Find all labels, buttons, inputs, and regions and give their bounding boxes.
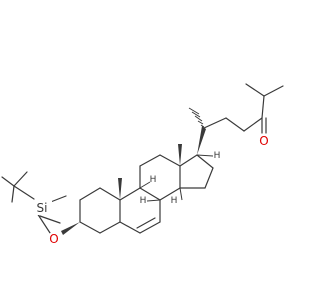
methyl-c18-wedge bbox=[178, 144, 182, 166]
ether-oxygen-label: O bbox=[49, 232, 58, 246]
ring-c bbox=[139, 154, 181, 201]
chemical-structure: O O Si H H H H bbox=[1, 83, 284, 246]
double-bond-5-6 bbox=[136, 217, 156, 229]
ketone-group: O bbox=[257, 117, 271, 148]
h17-label: H bbox=[214, 151, 221, 161]
ring-a bbox=[79, 187, 121, 234]
stereo-hydrogens: H H H H bbox=[140, 151, 221, 206]
ring-d bbox=[179, 154, 214, 189]
ring-b bbox=[119, 187, 161, 234]
side-chain bbox=[188, 83, 284, 155]
c20-wedge bbox=[197, 126, 206, 155]
c21-methyl-hash bbox=[188, 107, 205, 128]
h14-label: H bbox=[171, 196, 178, 206]
tbs-ether-group: O Si bbox=[1, 171, 80, 246]
methyl-c19-wedge bbox=[118, 178, 122, 200]
c3-o-wedge bbox=[61, 222, 80, 235]
ketone-oxygen-label: O bbox=[259, 134, 268, 148]
silicon-label: Si bbox=[37, 201, 48, 215]
h9-label: H bbox=[140, 196, 147, 206]
h8-label: H bbox=[150, 175, 157, 185]
